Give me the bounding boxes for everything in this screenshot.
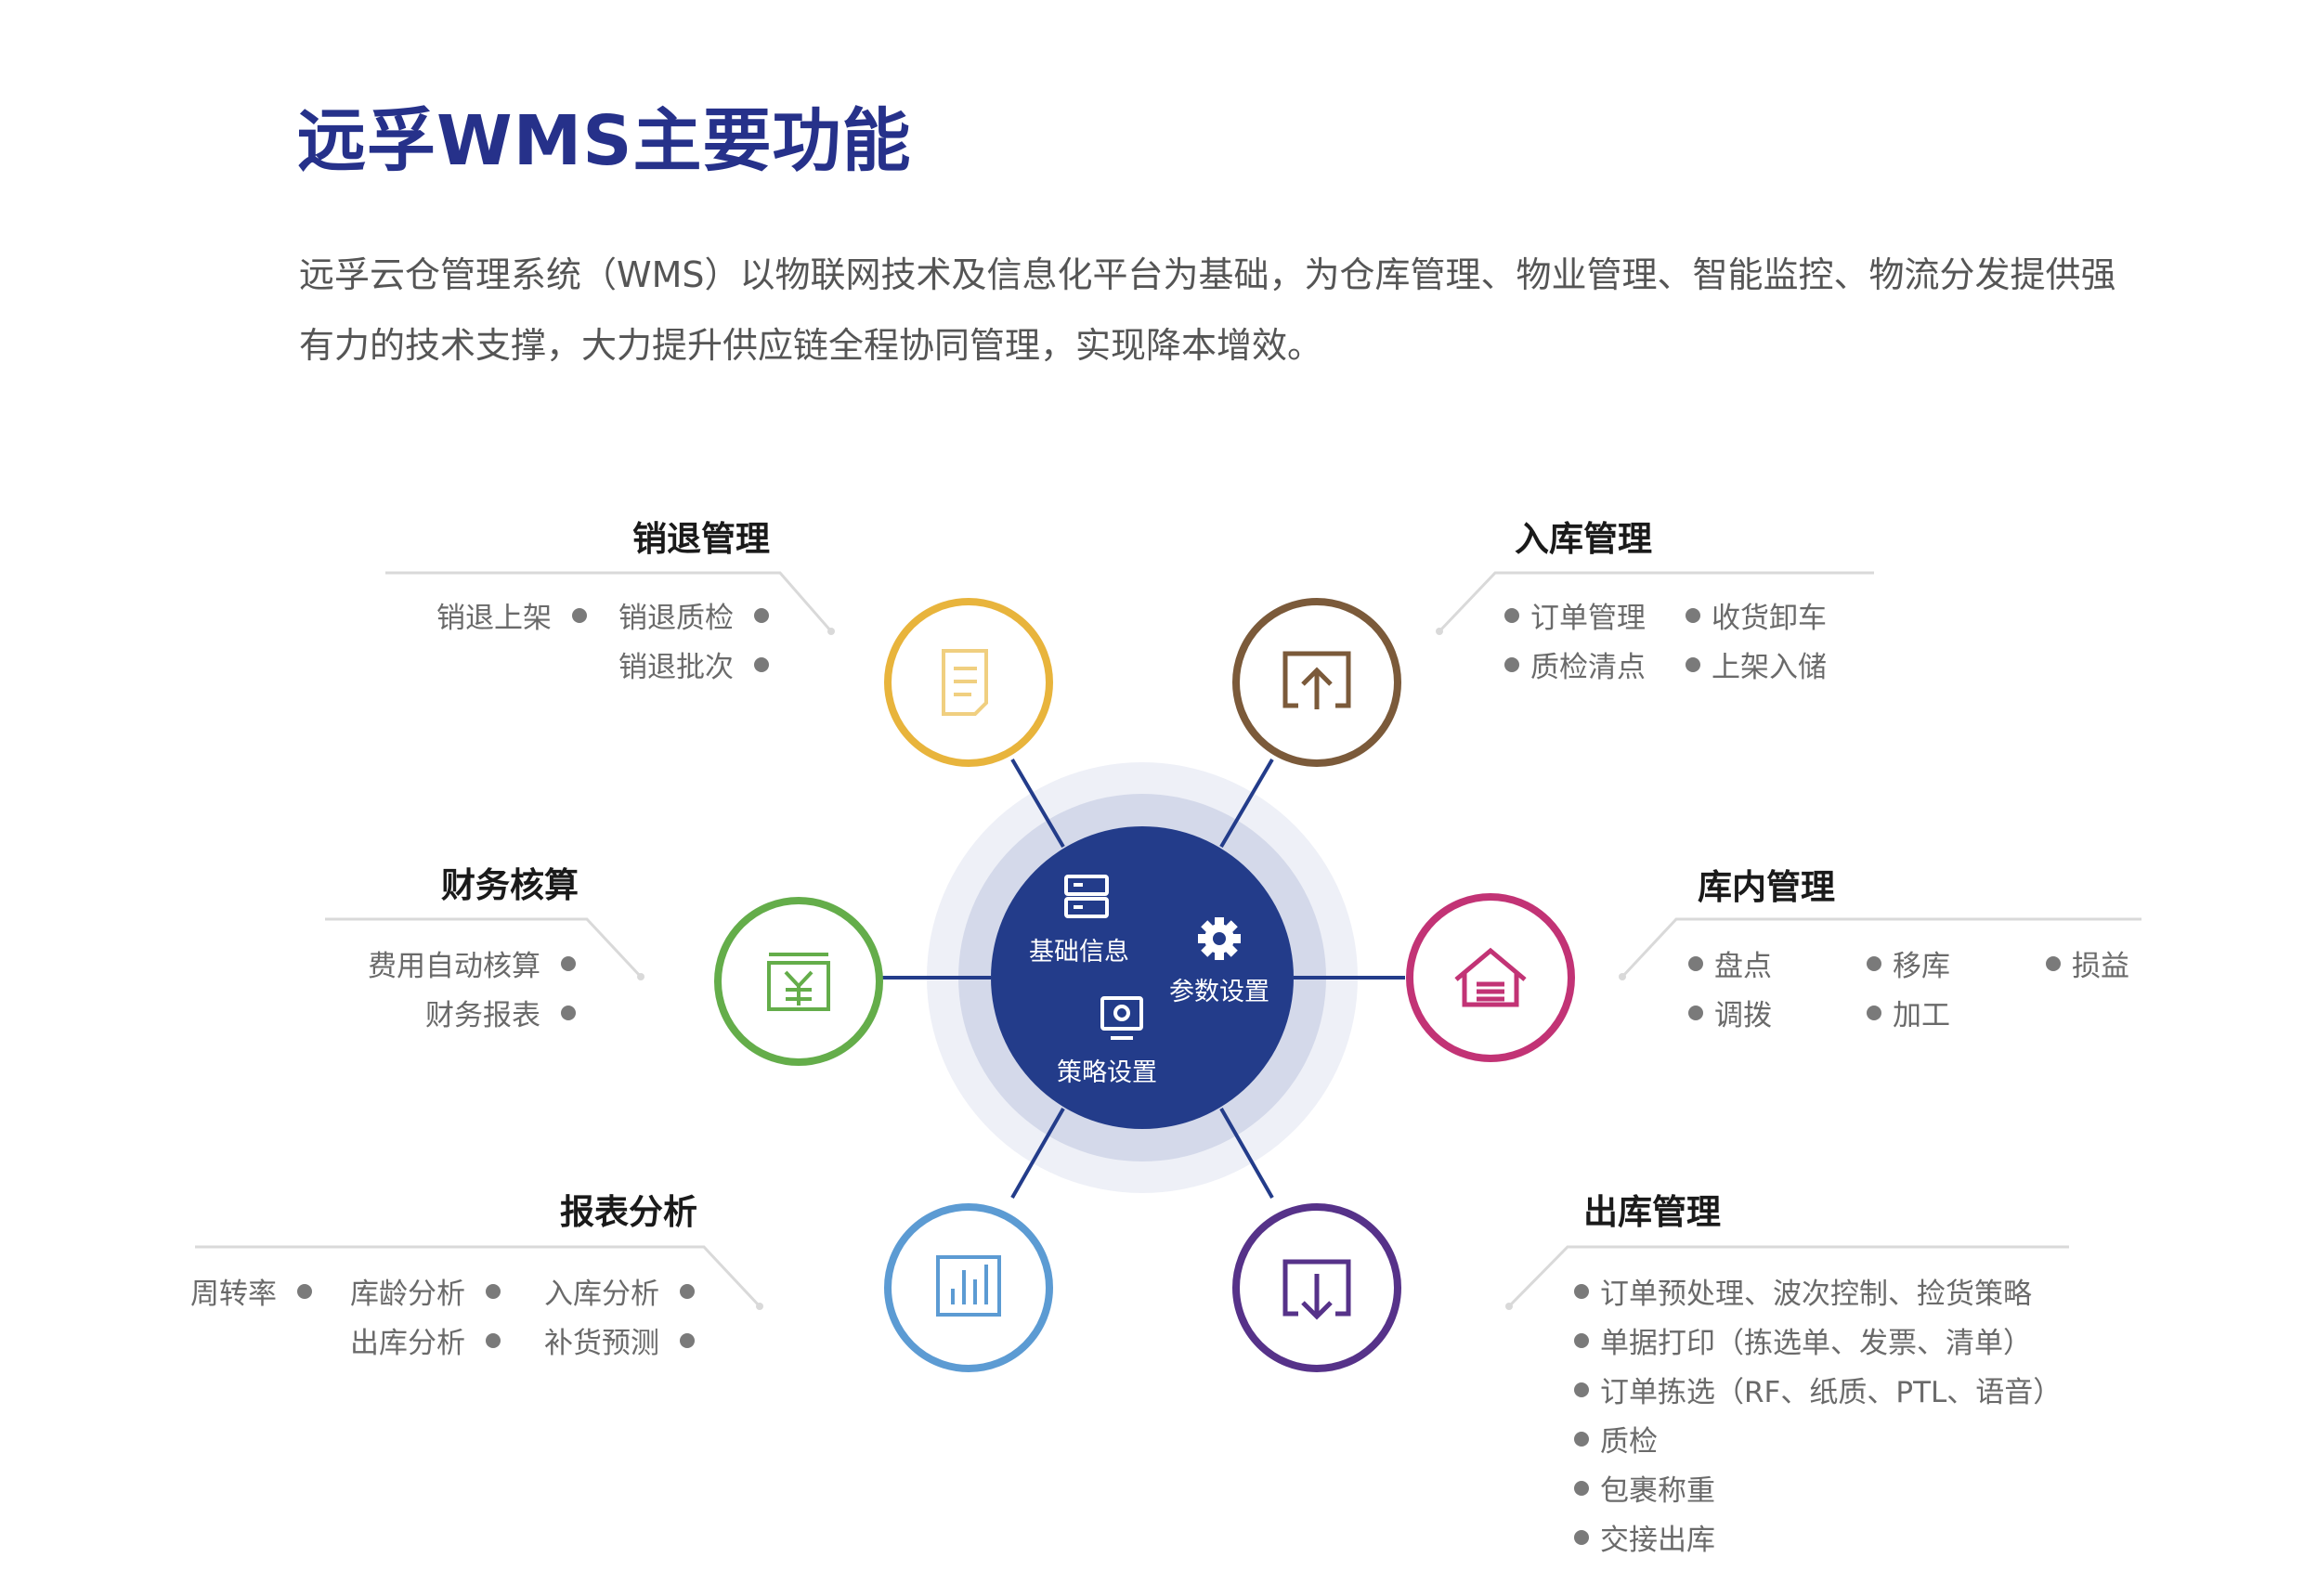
kunei-circle — [1406, 893, 1575, 1062]
bar-chart-icon — [936, 1255, 1001, 1317]
intro-paragraph: 远孚云仓管理系统（WMS）以物联网技术及信息化平台为基础，为仓库管理、物业管理、… — [299, 254, 2116, 366]
module-item: 库龄分析 — [350, 1270, 501, 1312]
upload-icon — [1282, 651, 1351, 709]
module-item: 财务报表 — [425, 992, 576, 1033]
download-icon — [1282, 1259, 1351, 1320]
bullet-dot — [1574, 1382, 1589, 1397]
module-item: 损益 — [2046, 942, 2129, 984]
bullet-dot — [680, 1283, 695, 1299]
module-title-xiaotui: 销退管理 — [632, 519, 770, 559]
bullet-dot — [2046, 955, 2061, 971]
module-item: 盘点 — [1688, 942, 1772, 984]
module-item: 订单拣选（RF、纸质、PTL、语音） — [1574, 1369, 2062, 1410]
center-label-strategy-settings: 策略设置 — [1057, 1058, 1157, 1087]
module-item: 订单预处理、波次控制、捡货策略 — [1574, 1270, 2032, 1312]
connector-lines — [882, 758, 1405, 1199]
bullet-dot — [680, 1332, 695, 1348]
bullet-dot — [1867, 1005, 1881, 1020]
bullet-dot — [1688, 1005, 1703, 1020]
bullet-dot — [297, 1283, 312, 1299]
bullet-dot — [1574, 1332, 1589, 1348]
module-item: 销退批次 — [618, 643, 769, 685]
bullet-dot — [1686, 607, 1700, 623]
module-item: 销退质检 — [618, 594, 769, 636]
bullet-dot — [754, 656, 769, 672]
module-item: 收货卸车 — [1686, 594, 1827, 636]
document-icon — [942, 649, 988, 716]
module-title-caiwu: 财务核算 — [441, 865, 579, 905]
gear-icon — [1198, 917, 1241, 960]
module-item: 上架入储 — [1686, 643, 1827, 685]
module-item: 单据打印（拣选单、发票、清单） — [1574, 1319, 2032, 1361]
module-title-chuku: 出库管理 — [1583, 1192, 1721, 1232]
module-item: 加工 — [1867, 992, 1950, 1033]
module-item: 出库分析 — [350, 1319, 501, 1361]
module-item: 入库分析 — [544, 1270, 695, 1312]
module-title-kunei: 库内管理 — [1698, 867, 1835, 907]
bullet-dot — [1686, 656, 1700, 672]
module-item: 订单管理 — [1504, 594, 1646, 636]
module-item: 交接出库 — [1574, 1516, 1715, 1558]
bullet-dot — [486, 1332, 501, 1348]
bullet-dot — [1504, 656, 1519, 672]
center-label-basic-info: 基础信息 — [1029, 938, 1129, 967]
module-item: 质检清点 — [1504, 643, 1646, 685]
baobiao-circle — [884, 1203, 1053, 1372]
bullet-dot — [561, 955, 576, 971]
module-item: 补货预测 — [544, 1319, 695, 1361]
monitor-settings-icon — [1100, 996, 1143, 1040]
page-title: 远孚WMS主要功能 — [297, 101, 912, 181]
caiwu-circle — [714, 897, 883, 1066]
module-item: 调拨 — [1688, 992, 1772, 1033]
bullet-dot — [1574, 1480, 1589, 1496]
bullet-dot — [572, 607, 587, 623]
bullet-dot — [1574, 1283, 1589, 1299]
module-title-ruku: 入库管理 — [1515, 519, 1652, 559]
bullet-dot — [561, 1005, 576, 1020]
bullet-dot — [1504, 607, 1519, 623]
server-icon — [1064, 875, 1109, 918]
module-item: 费用自动核算 — [368, 942, 576, 984]
module-item: 移库 — [1867, 942, 1950, 984]
bullet-dot — [754, 607, 769, 623]
bullet-dot — [486, 1283, 501, 1299]
bullet-dot — [1574, 1431, 1589, 1447]
separator-lines — [195, 571, 2141, 1308]
money-icon — [767, 953, 830, 1011]
separator-end-dots — [637, 628, 1626, 1310]
module-title-baobiao: 报表分析 — [560, 1192, 697, 1232]
warehouse-icon — [1454, 947, 1527, 1007]
module-item: 包裹称重 — [1574, 1467, 1715, 1509]
bullet-dot — [1688, 955, 1703, 971]
bullet-dot — [1574, 1529, 1589, 1545]
bullet-dot — [1867, 955, 1881, 971]
module-item: 销退上架 — [436, 594, 587, 636]
module-item: 周转率 — [190, 1270, 312, 1312]
module-item: 质检 — [1574, 1418, 1658, 1460]
center-label-parameter-settings: 参数设置 — [1169, 978, 1269, 1006]
